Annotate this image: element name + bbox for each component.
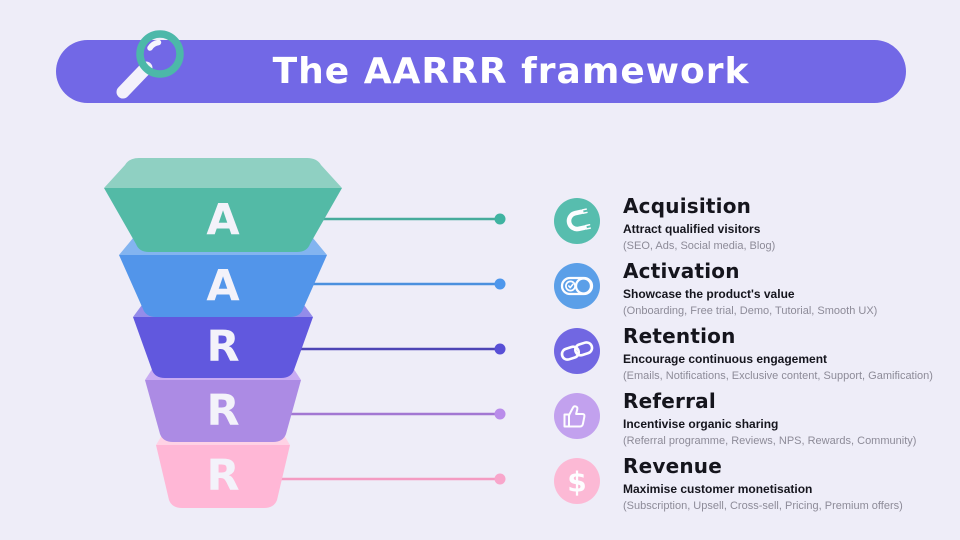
funnel-front [145,380,301,442]
section-detail: (Referral programme, Reviews, NPS, Rewar… [623,435,917,447]
magnifier-ring [136,30,184,78]
magnifier-glare [147,39,162,51]
section-detail: (Onboarding, Free trial, Demo, Tutorial,… [623,305,878,317]
icon-circle [554,393,600,439]
section-title: Revenue [623,454,723,478]
icon-circle [554,458,600,504]
dollar-glyph: $ [567,466,586,499]
funnel-letter-revenue: R [206,451,239,501]
funnel-letter-retention: R [206,322,239,372]
section-activation: Activation Showcase the product's value … [554,259,878,317]
section-referral: Referral Incentivise organic sharing (Re… [554,389,917,447]
funnel-front [133,317,313,378]
magnet-icon [554,198,600,244]
header-banner: The AARRR framework [56,40,906,103]
page-title: The AARRR framework [272,51,750,92]
dollar-icon: $ [554,458,600,504]
funnel-front [156,445,290,508]
section-subtitle: Maximise customer monetisation [623,482,813,496]
magnifier-icon [116,30,184,99]
funnel-front [119,255,327,317]
section-acquisition: Acquisition Attract qualified visitors (… [554,194,776,252]
funnel-diagram: A A R R R [104,158,506,508]
section-subtitle: Incentivise organic sharing [623,417,779,431]
toggle-icon [554,263,600,309]
section-detail: (Subscription, Upsell, Cross-sell, Prici… [623,500,903,512]
section-detail: (SEO, Ads, Social media, Blog) [623,240,776,252]
section-subtitle: Showcase the product's value [623,287,795,301]
funnel-letter-referral: R [206,386,239,436]
funnel-front [104,188,342,252]
thumbs-up-icon [554,393,600,439]
connector-dot-acquisition [494,213,506,225]
connector-dot-activation [494,278,506,290]
section-subtitle: Attract qualified visitors [623,222,761,236]
connector-dot-revenue [494,473,506,485]
section-detail: (Emails, Notifications, Exclusive conten… [623,370,933,382]
funnel-lid [104,158,342,188]
funnel-letter-acquisition: A [206,195,240,245]
connector-dot-retention [494,343,506,355]
magnifier-handle [116,61,153,99]
chain-link-icon [554,328,600,374]
section-retention: Retention Encourage continuous engagemen… [554,324,933,382]
section-title: Acquisition [623,194,752,218]
icon-circle [554,328,600,374]
section-revenue: $ Revenue Maximise customer monetisation… [554,454,903,512]
connector-dot-referral [494,408,506,420]
section-title: Referral [623,389,716,413]
section-title: Activation [623,259,740,283]
icon-circle [554,198,600,244]
funnel-segment-acquisition [104,158,342,252]
section-subtitle: Encourage continuous engagement [623,352,828,366]
section-title: Retention [623,324,736,348]
funnel-letter-activation: A [206,261,240,311]
